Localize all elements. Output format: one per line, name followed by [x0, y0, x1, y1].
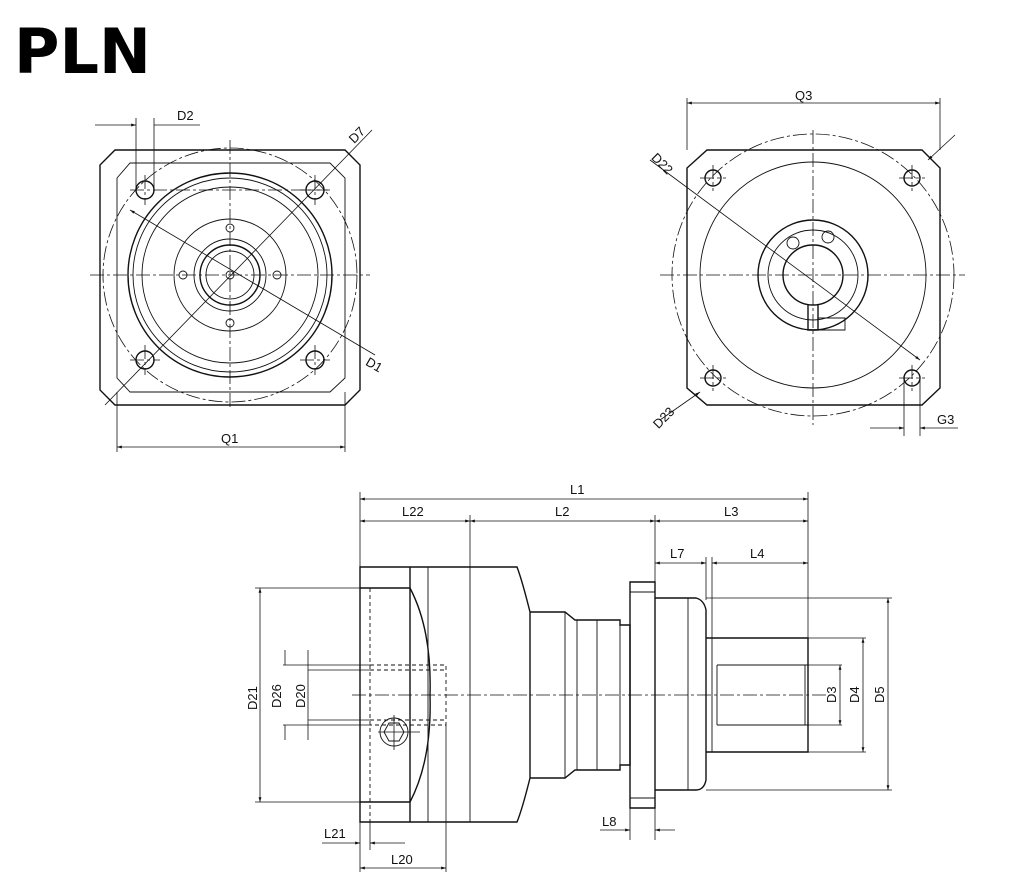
label-l22: L22	[402, 504, 424, 519]
label-l2: L2	[555, 504, 569, 519]
label-d23: D23	[650, 404, 677, 431]
label-q1: Q1	[221, 431, 238, 446]
label-l4: L4	[750, 546, 764, 561]
label-d3: D3	[824, 686, 839, 703]
label-d2: D2	[177, 108, 194, 123]
side-view: L1 L22 L2 L3 L7 L4 D21 D26 D20 D3 D4 D5	[245, 482, 892, 872]
label-d1: D1	[363, 354, 385, 375]
label-l8: L8	[602, 814, 616, 829]
label-l20: L20	[391, 852, 413, 867]
label-d21: D21	[245, 686, 260, 710]
label-l7: L7	[670, 546, 684, 561]
label-q3: Q3	[795, 88, 812, 103]
model-title: PLN	[14, 15, 151, 88]
label-d7: D7	[346, 124, 368, 146]
front-view: D2 D7 D1 Q1	[90, 108, 385, 452]
label-d26: D26	[269, 684, 284, 708]
label-d22: D22	[649, 150, 676, 177]
label-d5: D5	[872, 686, 887, 703]
label-d4: D4	[847, 686, 862, 703]
label-l3: L3	[724, 504, 738, 519]
label-l21: L21	[324, 826, 346, 841]
label-l1: L1	[570, 482, 584, 497]
label-g3: G3	[937, 412, 954, 427]
bolt-holes	[704, 169, 921, 387]
rear-view: Q3 D22 D23 G3	[649, 88, 965, 436]
label-d20: D20	[293, 684, 308, 708]
